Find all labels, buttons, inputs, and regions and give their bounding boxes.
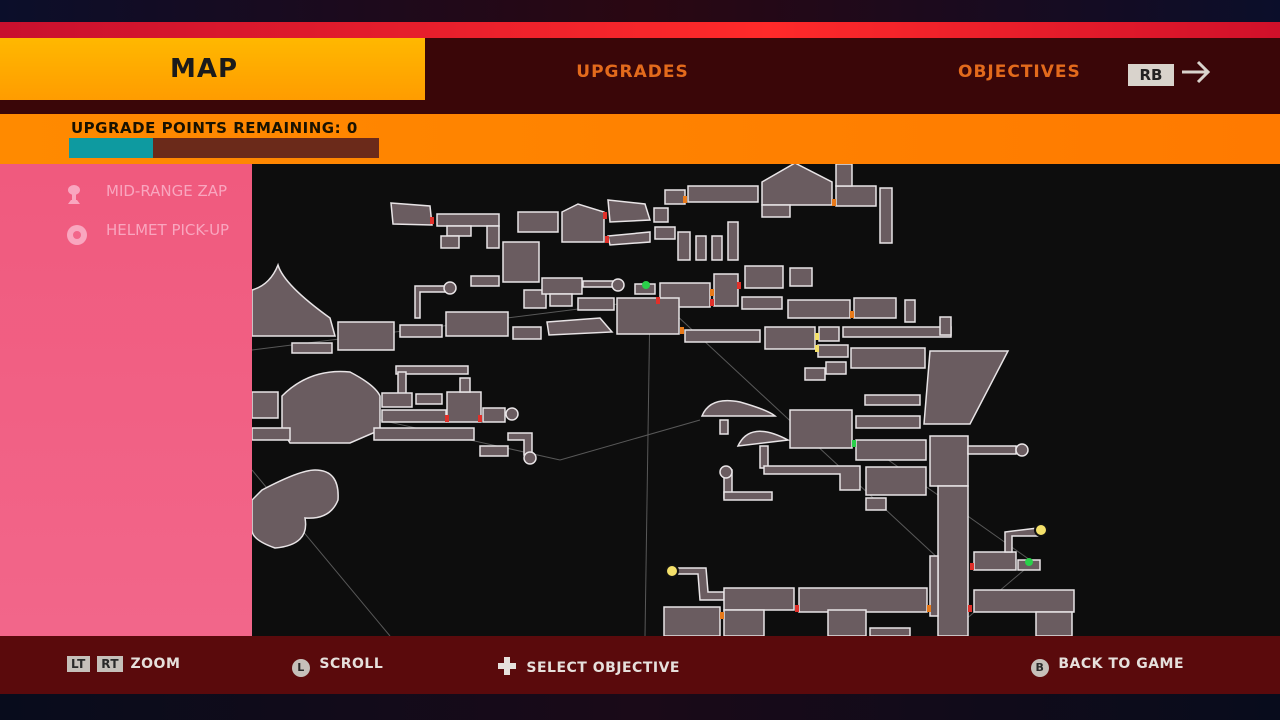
controls-bar: LT RT ZOOM L SCROLL SELECT OBJECTIVE B B… (0, 636, 1280, 694)
b-button-icon: B (1031, 659, 1049, 677)
tab-map[interactable]: MAP (0, 38, 425, 100)
objective-markers[interactable] (642, 281, 1048, 578)
rt-key: RT (97, 656, 124, 672)
upgrade-progress-fill (69, 138, 153, 158)
objective-marker-green[interactable] (1025, 558, 1033, 566)
zoom-label: ZOOM (130, 656, 181, 672)
header-accent-strip (0, 22, 1280, 38)
tab-bar: MAP UPGRADES OBJECTIVES RB (0, 38, 1280, 100)
chalice-icon (68, 185, 80, 204)
map-canvas[interactable] (252, 164, 1280, 636)
legend-panel: MID-RANGE ZAP HELMET PICK-UP (0, 164, 252, 636)
tab-upgrades[interactable]: UPGRADES (576, 62, 689, 82)
objective-marker-yellow[interactable] (1034, 523, 1048, 537)
legend-label-zap: MID-RANGE ZAP (106, 182, 228, 200)
back-to-game-hint[interactable]: B BACK TO GAME (1031, 656, 1184, 677)
zoom-hint: LT RT ZOOM (67, 656, 180, 672)
select-objective-hint[interactable]: SELECT OBJECTIVE (497, 656, 680, 676)
dpad-icon (498, 657, 516, 675)
objective-marker-yellow[interactable] (665, 564, 679, 578)
map-rooms (252, 164, 1075, 636)
helmet-icon (67, 225, 87, 245)
tab-map-label: MAP (169, 54, 239, 84)
back-to-game-label: BACK TO GAME (1058, 656, 1185, 672)
legend-label-helmet: HELMET PICK-UP (106, 221, 230, 239)
door-markers (430, 196, 974, 619)
tab-bar-underline (0, 100, 1280, 114)
level-map[interactable] (252, 164, 1280, 636)
upgrade-points-label: UPGRADE POINTS REMAINING: 0 (71, 119, 358, 137)
bottom-edge (0, 694, 1280, 720)
rb-button-hint[interactable]: RB (1128, 64, 1174, 86)
scroll-label: SCROLL (319, 656, 384, 672)
upgrade-points-bar: UPGRADE POINTS REMAINING: 0 (0, 114, 1280, 164)
upgrade-progress-track (69, 138, 379, 158)
objective-marker-green[interactable] (642, 281, 650, 289)
arrow-right-icon[interactable] (1180, 56, 1212, 88)
lt-key: LT (67, 656, 90, 672)
top-edge (0, 0, 1280, 22)
scroll-hint: L SCROLL (292, 656, 383, 677)
select-objective-label: SELECT OBJECTIVE (526, 660, 680, 676)
left-stick-icon: L (292, 659, 310, 677)
tab-objectives[interactable]: OBJECTIVES (958, 62, 1081, 82)
